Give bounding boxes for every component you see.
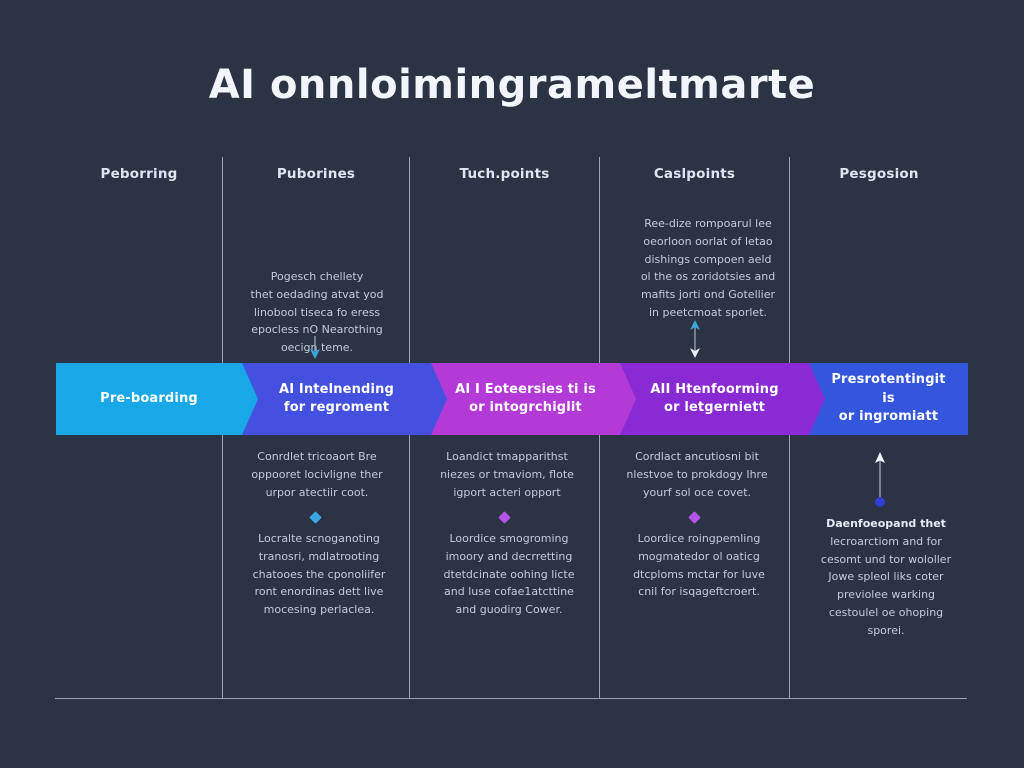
- stage-band-label-line2: or intogrchiglit: [469, 400, 582, 415]
- text-block-col4-top: Ree-dize rompoarul lee oeorloon oorlat o…: [618, 215, 798, 322]
- stage-band-label-line1: Presrotentingit is: [831, 372, 946, 406]
- column-header-label: Pesgosion: [839, 166, 919, 182]
- text-block-col3-low: Loordice smogroming imoory and decrretti…: [418, 530, 600, 619]
- text-line: imoory and decrretting: [445, 549, 573, 563]
- text-block-col2-top: Pogesch chellety thet oedading atvat yod…: [228, 268, 406, 357]
- band-chevron-1: [242, 363, 258, 435]
- stage-band-strip: Pre-boarding AI Intelnending for regrome…: [56, 363, 968, 435]
- text-line: tranosri, mdlatrooting: [258, 549, 380, 563]
- stage-band-label-line2: or ingromiatt: [838, 409, 939, 425]
- stage-band-label: AI I Eoteersies ti is or intogrchiglit: [441, 381, 610, 418]
- text-line: mocesing perlaclea.: [263, 603, 375, 617]
- text-line: Loordice roingpemling: [637, 532, 761, 545]
- column-header-label: Puborines: [276, 166, 356, 182]
- text-line: Jowe spleol liks coter: [828, 570, 944, 584]
- text-line: yourf sol oce covet.: [642, 485, 752, 499]
- text-block-col4-mid: Cordlact ancutiosni bit nlestvoe to prok…: [608, 448, 786, 501]
- band-chevron-3: [620, 363, 636, 435]
- text-line: epocless nO Nearothing: [251, 323, 383, 337]
- stage-band-label-line1: Pre-boarding: [100, 390, 198, 406]
- stage-band-1[interactable]: Pre-boarding: [56, 363, 242, 435]
- arrow-up-with-dot-icon-col5: [872, 450, 888, 510]
- text-line: linobool tiseca fo eress: [253, 305, 381, 319]
- text-line: in peetcmoat sporlet.: [649, 306, 767, 320]
- text-block-col3-mid: Loandict tmapparithst niezes or tmaviom,…: [418, 448, 596, 501]
- band-chevron-4: [809, 363, 825, 435]
- column-header-label: Tuch.points: [459, 166, 550, 182]
- text-line: ront enordinas dett live: [254, 585, 384, 599]
- stage-band-label-line1: AI Intelnending: [279, 381, 394, 397]
- text-line: ol the os zoridotsies and: [640, 270, 776, 284]
- text-line: and guodirg Cower.: [455, 603, 563, 617]
- stage-band-label: Presrotentingit is or ingromiatt: [809, 371, 968, 426]
- stage-band-label: Pre-boarding: [86, 390, 212, 408]
- text-line: Locralte scnoganoting: [258, 532, 380, 545]
- column-header-1: Peborring: [56, 166, 222, 182]
- text-line: nlestvoe to prokdogy Ihre: [626, 467, 768, 481]
- stage-band-5[interactable]: Presrotentingit is or ingromiatt: [809, 363, 968, 435]
- text-line: Loordice smogroming: [449, 532, 569, 545]
- text-line: Ree-dize rompoarul lee: [644, 217, 772, 230]
- text-line: Loandict tmapparithst: [446, 450, 568, 463]
- stage-band-label: AI Intelnending for regroment: [265, 381, 408, 418]
- column-header-2: Puborines: [223, 166, 409, 182]
- stage-band-label: AII Htenfoorming or letgerniett: [636, 381, 792, 418]
- stage-band-label-line2: for regroment: [283, 400, 390, 415]
- column-header-5: Pesgosion: [790, 166, 968, 182]
- text-line: Conrdlet tricoaort Bre: [257, 450, 377, 463]
- stage-band-2[interactable]: AI Intelnending for regroment: [242, 363, 431, 435]
- stage-band-3[interactable]: AI I Eoteersies ti is or intogrchiglit: [431, 363, 620, 435]
- text-line: Daenfoeopand thet: [826, 517, 946, 530]
- text-block-col2-mid: Conrdlet tricoaort Bre oppooret locivlig…: [228, 448, 406, 501]
- text-line: dtcploms mctar for luve: [633, 567, 765, 581]
- stage-band-label-line1: AI I Eoteersies ti is: [455, 381, 596, 397]
- text-line: Pogesch chellety: [270, 270, 364, 283]
- text-line: and luse cofae1atcttine: [444, 585, 574, 599]
- text-line: dishings compoen aeld: [644, 252, 772, 266]
- stage-band-label-line1: AII Htenfoorming: [650, 381, 779, 397]
- text-line: mafits jorti ond Gotellier: [640, 288, 776, 302]
- text-line: chatooes the cponoliifer: [252, 567, 386, 581]
- column-header-label: Peborring: [100, 166, 178, 182]
- text-line: oppooret locivligne ther: [251, 467, 383, 481]
- stage-band-label-line2: or letgerniett: [664, 400, 765, 415]
- text-line: cnil for isqageftcroert.: [638, 585, 760, 599]
- text-block-col5-low: Daenfoeopand thet lecroarctiom and for c…: [800, 515, 972, 640]
- text-line: oecign teme.: [280, 341, 354, 355]
- text-line: cesomt und tor wololler: [820, 552, 952, 566]
- baseline-rule: [55, 698, 967, 699]
- diamond-marker-col4: [688, 511, 701, 524]
- diamond-marker-col3: [498, 511, 511, 524]
- arrow-down-icon-col2: [308, 336, 322, 360]
- column-header-3: Tuch.points: [410, 166, 599, 182]
- text-block-col4-low: Loordice roingpemling mogmatedor ol oati…: [608, 530, 790, 601]
- text-line: previolee warking: [836, 588, 936, 602]
- text-line: cestoulel oe ohoping: [828, 606, 944, 620]
- stage-band-4[interactable]: AII Htenfoorming or letgerniett: [620, 363, 809, 435]
- text-block-col2-low: Locralte scnoganoting tranosri, mdlatroo…: [228, 530, 410, 619]
- column-header-4: Caslpoints: [600, 166, 789, 182]
- text-line: dtetdcinate oohing licte: [443, 567, 575, 581]
- text-line: Cordlact ancutiosni bit: [635, 450, 759, 463]
- text-line: niezes or tmaviom, flote: [440, 467, 574, 481]
- text-line: thet oedading atvat yod: [250, 287, 384, 301]
- text-line: urpor atectiir coot.: [265, 485, 369, 499]
- text-line: lecroarctiom and for: [830, 534, 942, 548]
- text-line: igport acteri opport: [453, 485, 561, 499]
- text-line: oeorloon oorlat of Ietao: [643, 234, 773, 248]
- text-line: mogmatedor ol oaticg: [638, 549, 760, 563]
- double-arrow-vertical-icon-col4: [688, 318, 702, 360]
- diamond-marker-col2: [309, 511, 322, 524]
- column-header-label: Caslpoints: [653, 166, 736, 182]
- text-line: sporei.: [867, 623, 905, 637]
- band-chevron-2: [431, 363, 447, 435]
- page-title: AI onnloimingrameltmarte: [208, 62, 816, 108]
